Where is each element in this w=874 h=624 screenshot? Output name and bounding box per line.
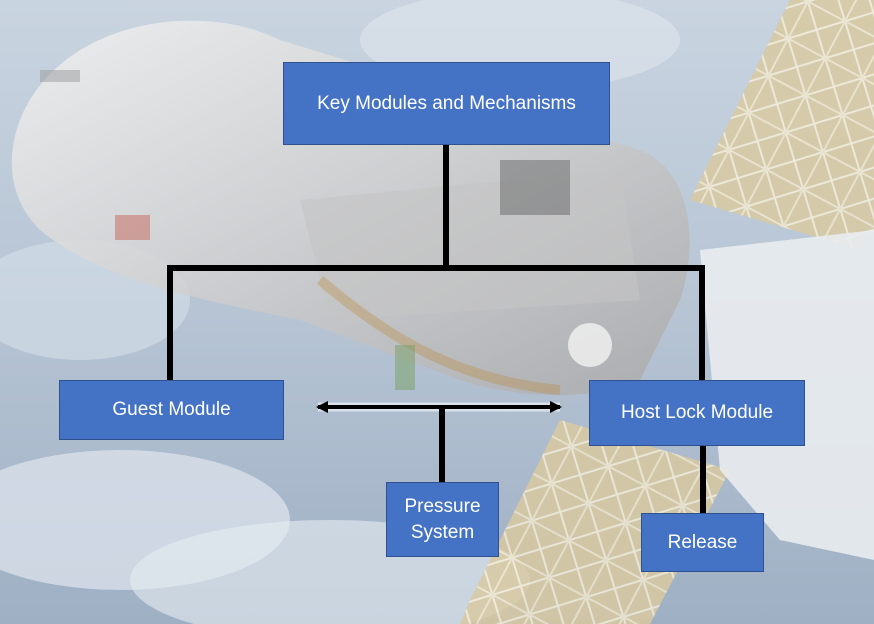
node-pressure-system-label: Pressure System xyxy=(404,495,481,543)
node-host-lock-module: Host Lock Module xyxy=(589,380,805,446)
node-pressure-system: Pressure System xyxy=(386,482,499,557)
node-key-modules-label: Key Modules and Mechanisms xyxy=(317,92,576,114)
node-key-modules: Key Modules and Mechanisms xyxy=(283,62,610,145)
node-release-label: Release xyxy=(667,531,738,553)
node-guest-module: Guest Module xyxy=(59,380,284,440)
node-guest-module-label: Guest Module xyxy=(112,399,231,421)
node-release: Release xyxy=(641,513,764,572)
node-host-lock-module-label: Host Lock Module xyxy=(620,402,774,424)
